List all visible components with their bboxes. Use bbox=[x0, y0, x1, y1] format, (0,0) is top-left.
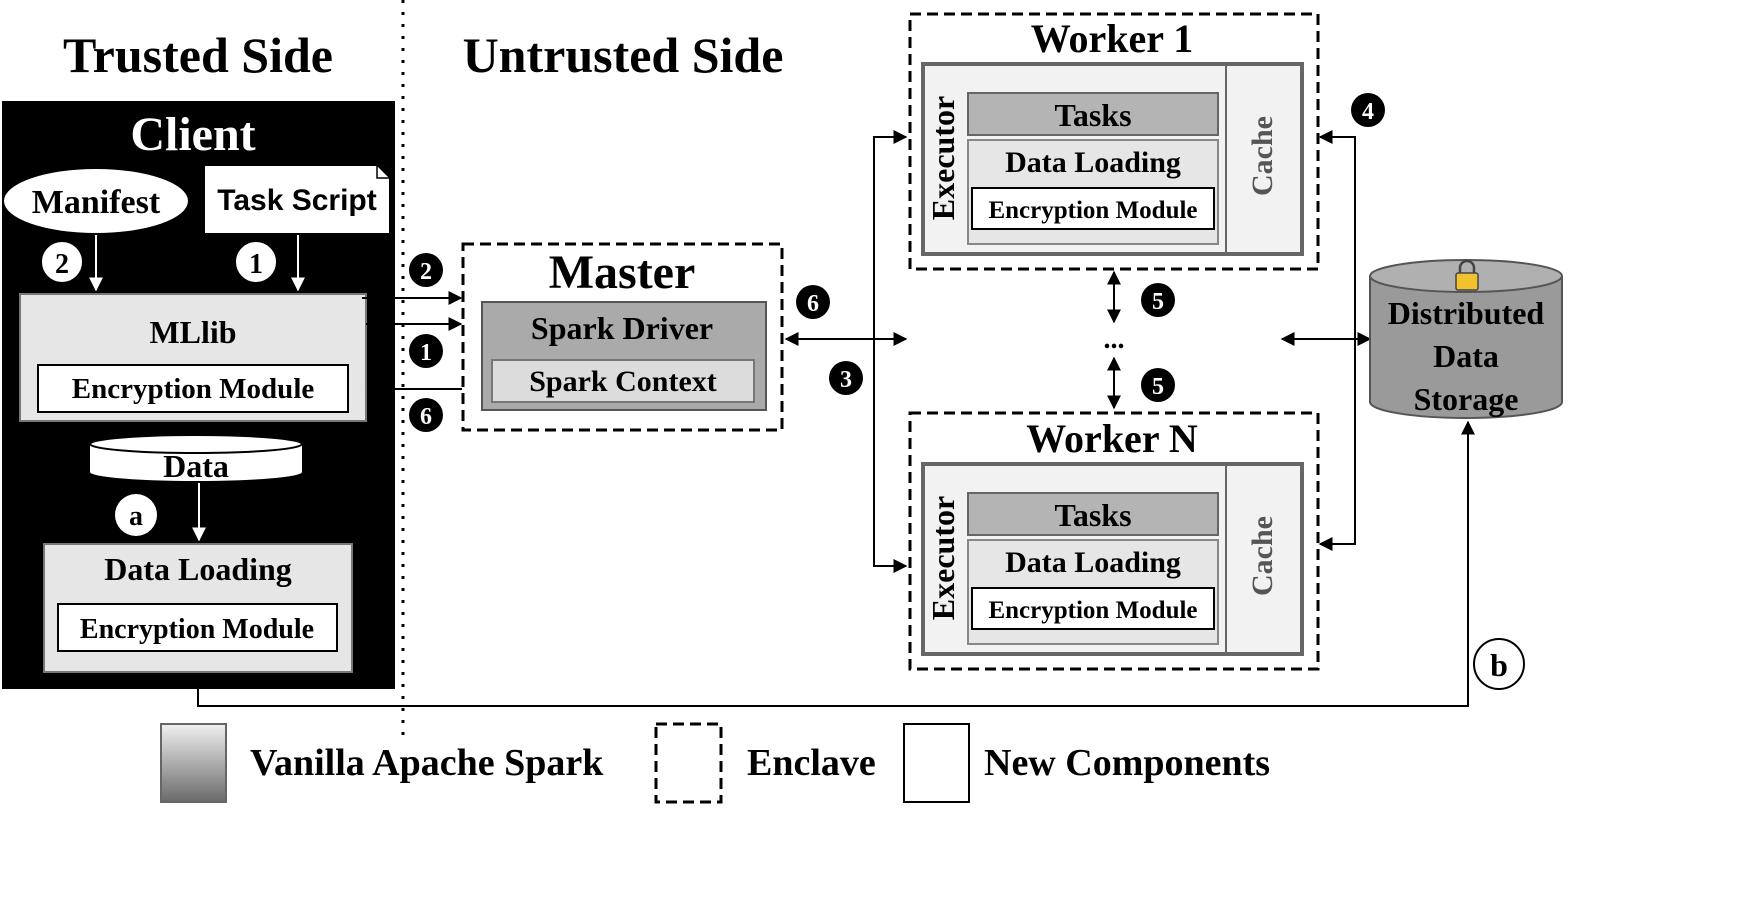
worker-n-tasks-label: Tasks bbox=[1054, 497, 1131, 533]
spark-context-label: Spark Context bbox=[529, 365, 717, 398]
step-5-top-badge bbox=[1141, 283, 1175, 317]
step-6-master-label: 6 bbox=[807, 291, 819, 317]
step-5-bottom-badge bbox=[1141, 368, 1175, 402]
mllib-label: MLlib bbox=[149, 314, 236, 350]
arrow-step-2-badge bbox=[409, 253, 443, 287]
workers-ellipsis: ... bbox=[1104, 324, 1125, 355]
worker-1-encryption bbox=[971, 187, 1215, 230]
arrow-step-6-label: 6 bbox=[420, 404, 432, 430]
worker-1-tasks-label: Tasks bbox=[1054, 97, 1131, 133]
worker-n-executor-label: Executor bbox=[925, 496, 961, 620]
client-title: Client bbox=[130, 108, 255, 161]
step-2-label: 2 bbox=[55, 249, 69, 280]
step-4-badge bbox=[1351, 93, 1385, 127]
untrusted-side-header: Untrusted Side bbox=[463, 27, 784, 83]
storage-line-2: Data bbox=[1433, 338, 1499, 374]
legend-vanilla-swatch bbox=[160, 723, 227, 803]
arrow-step-1-badge bbox=[409, 334, 443, 368]
storage-line-1: Distributed bbox=[1388, 295, 1545, 331]
storage-cylinder bbox=[1369, 276, 1563, 419]
worker-1-title: Worker 1 bbox=[1031, 16, 1194, 61]
step-b-label: b bbox=[1490, 647, 1508, 683]
worker-n-encryption-label: Encryption Module bbox=[988, 597, 1197, 624]
master-title: Master bbox=[549, 246, 696, 299]
step-3-label: 3 bbox=[840, 367, 852, 393]
step-6-master-badge bbox=[796, 285, 830, 319]
worker-1-cache-label: Cache bbox=[1246, 116, 1279, 196]
legend-vanilla-label: Vanilla Apache Spark bbox=[250, 742, 604, 784]
step-b-badge bbox=[1473, 638, 1525, 690]
step-5-top-label: 5 bbox=[1152, 289, 1164, 315]
client-data-loading-encryption-label: Encryption Module bbox=[80, 614, 314, 645]
spark-context-box bbox=[491, 359, 755, 403]
worker-1-executor-label: Executor bbox=[925, 96, 961, 220]
data-label: Data bbox=[163, 448, 229, 484]
mllib-encryption-module bbox=[37, 364, 349, 413]
legend-enclave-swatch bbox=[654, 722, 723, 804]
worker-n-title: Worker N bbox=[1026, 416, 1198, 461]
arrow-step-1-label: 1 bbox=[420, 340, 432, 366]
worker-n-cache-label: Cache bbox=[1246, 516, 1279, 596]
step-4-label: 4 bbox=[1362, 99, 1374, 125]
legend-enclave-label: Enclave bbox=[747, 742, 876, 784]
worker-1-encryption-label: Encryption Module bbox=[988, 197, 1197, 224]
lock-icon bbox=[1455, 259, 1479, 291]
legend-new-swatch bbox=[903, 723, 970, 803]
worker-1-data-loading-label: Data Loading bbox=[1005, 146, 1181, 179]
worker-n-data-loading-label: Data Loading bbox=[1005, 546, 1181, 579]
manifest-label: Manifest bbox=[32, 184, 161, 221]
task-script-doc bbox=[205, 166, 389, 233]
step-a-label: a bbox=[129, 501, 143, 532]
arrow-step-2-label: 2 bbox=[420, 259, 432, 285]
step-3-badge bbox=[829, 361, 863, 395]
manifest-ellipse bbox=[4, 169, 188, 233]
spark-driver-label: Spark Driver bbox=[531, 310, 713, 346]
storage-line-3: Storage bbox=[1414, 381, 1519, 417]
step-1-badge bbox=[234, 240, 278, 284]
mllib-encryption-label: Encryption Module bbox=[72, 373, 315, 405]
step-2-badge bbox=[40, 240, 84, 284]
client-data-loading-label: Data Loading bbox=[104, 551, 292, 587]
task-script-label: Task Script bbox=[217, 184, 377, 217]
step-5-bottom-label: 5 bbox=[1152, 374, 1164, 400]
step-1-label: 1 bbox=[249, 249, 263, 280]
worker-1-tasks bbox=[967, 92, 1219, 136]
legend-new-label: New Components bbox=[984, 742, 1270, 784]
step-a-badge bbox=[115, 494, 157, 536]
trusted-side-header: Trusted Side bbox=[63, 27, 333, 83]
